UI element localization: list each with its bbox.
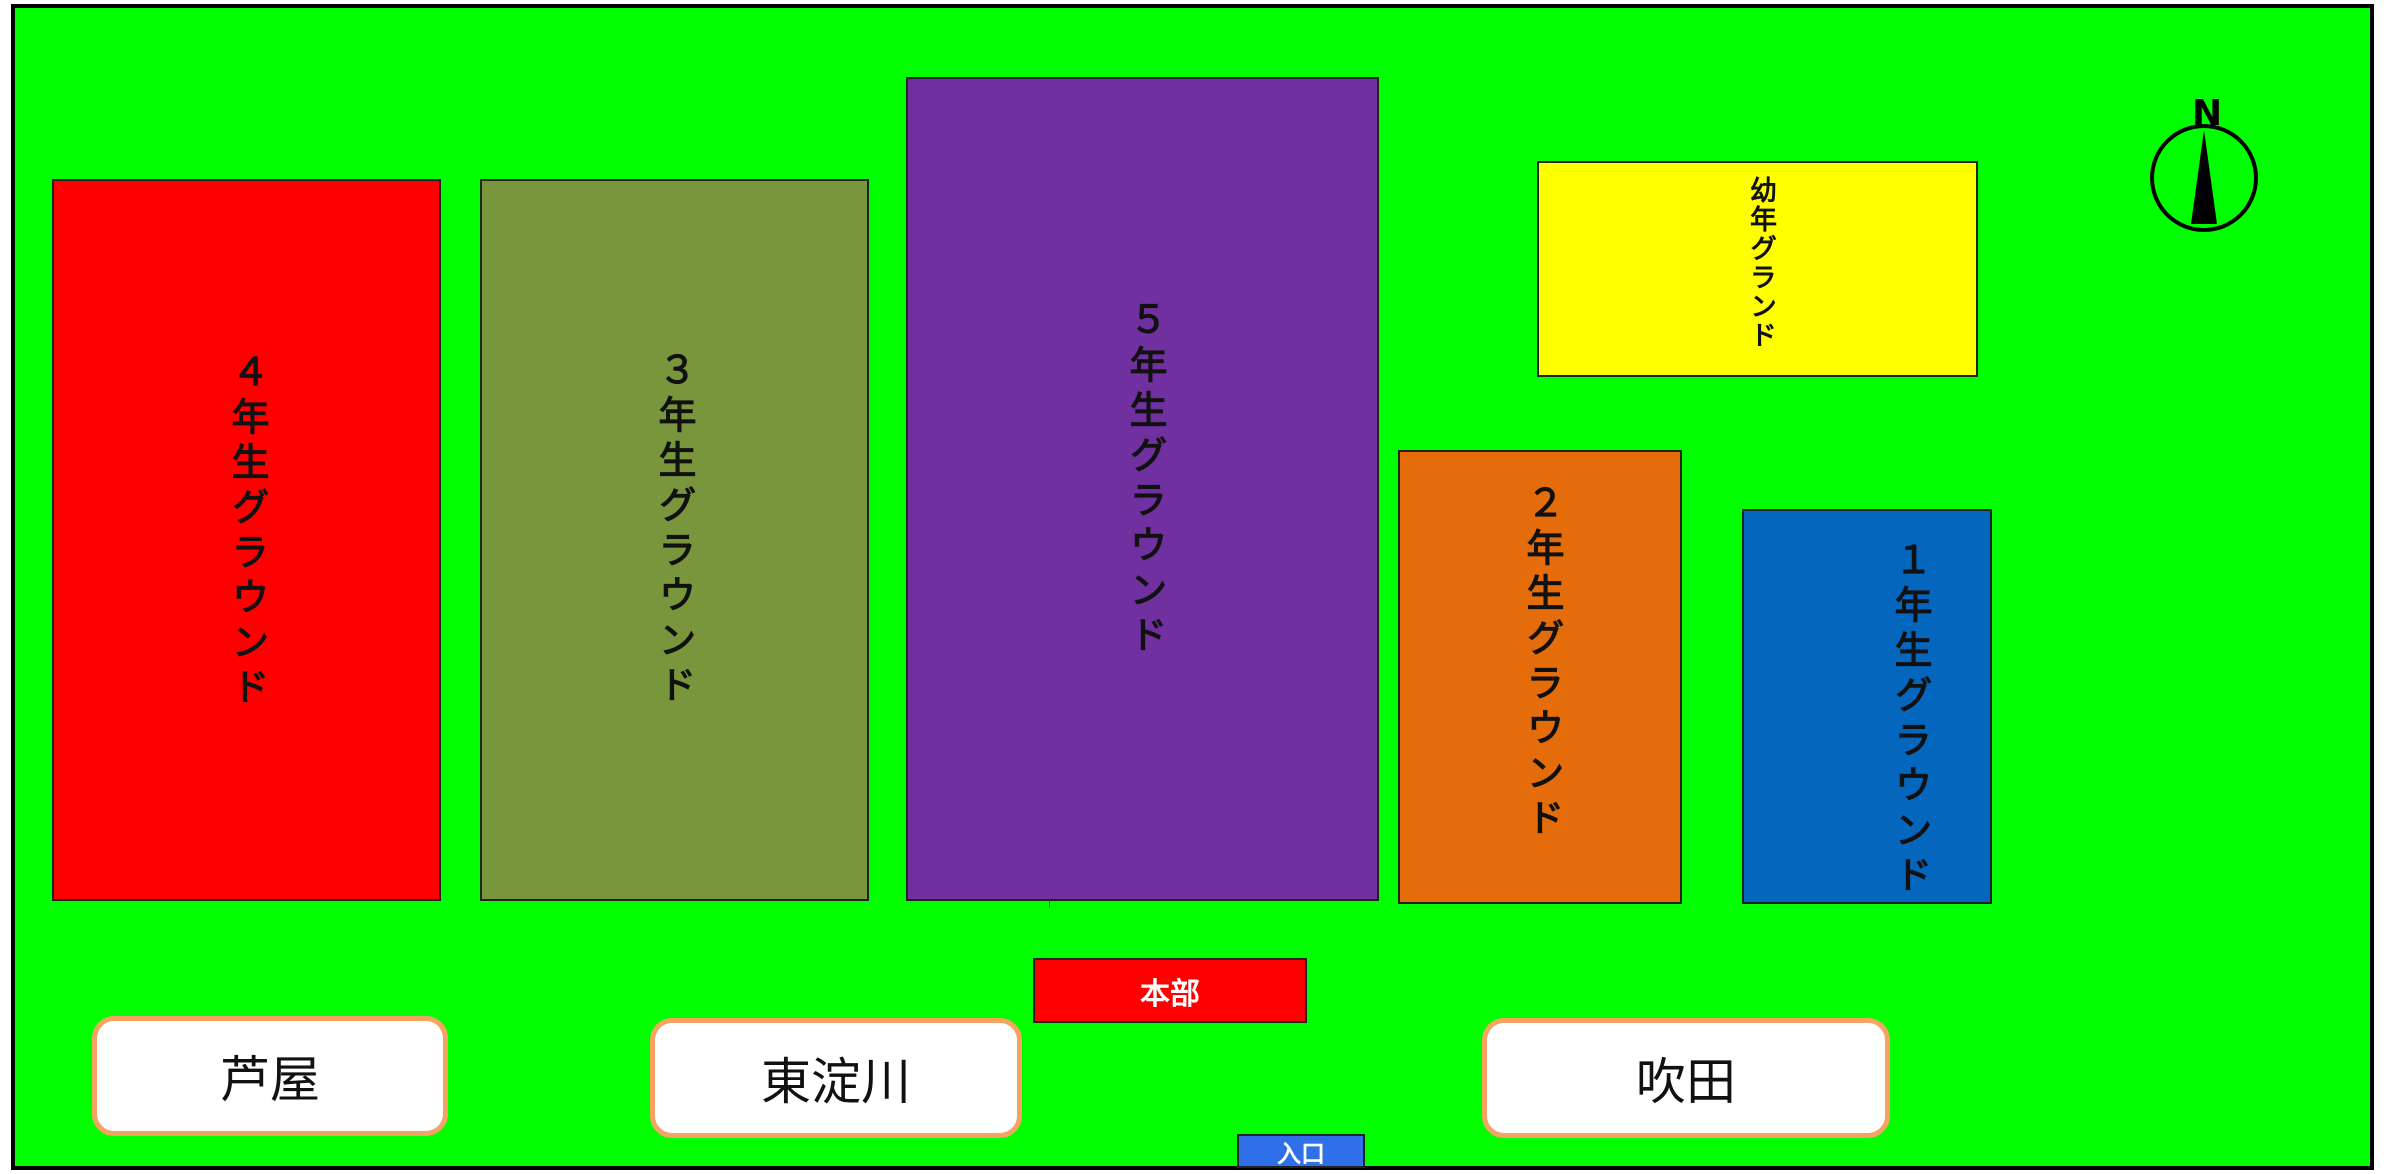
kindergarten-ground[interactable] [1537,161,1978,377]
team-ashiya[interactable]: 芦屋 [92,1016,448,1136]
grade3-ground-label: ３年生グラウンド [652,350,696,710]
grade3-ground[interactable] [480,179,869,901]
grade5-ground[interactable] [906,77,1379,901]
grade2-ground-label: ２年生グラウンド [1520,483,1564,843]
compass-north-label: N [2192,93,2223,134]
grade5-ground-label: ５年生グラウンド [1123,300,1167,660]
grade4-ground-label: ４年生グラウンド [225,352,269,712]
entrance-box[interactable]: 入口 [1237,1134,1365,1168]
grade2-ground[interactable] [1398,450,1682,904]
grade1-ground-label: １年生グラウンド [1888,540,1932,900]
headquarters-box[interactable]: 本部 [1033,958,1307,1023]
team-higashiyodogawa[interactable]: 東淀川 [650,1018,1022,1138]
tick-mark [1049,900,1050,908]
team-suita[interactable]: 吹田 [1482,1018,1890,1138]
grade4-ground[interactable] [52,179,441,901]
kindergarten-ground-label: 幼年グランド [1745,176,1776,350]
north-arrow-icon [2145,100,2263,240]
grade1-ground[interactable] [1742,509,1992,904]
